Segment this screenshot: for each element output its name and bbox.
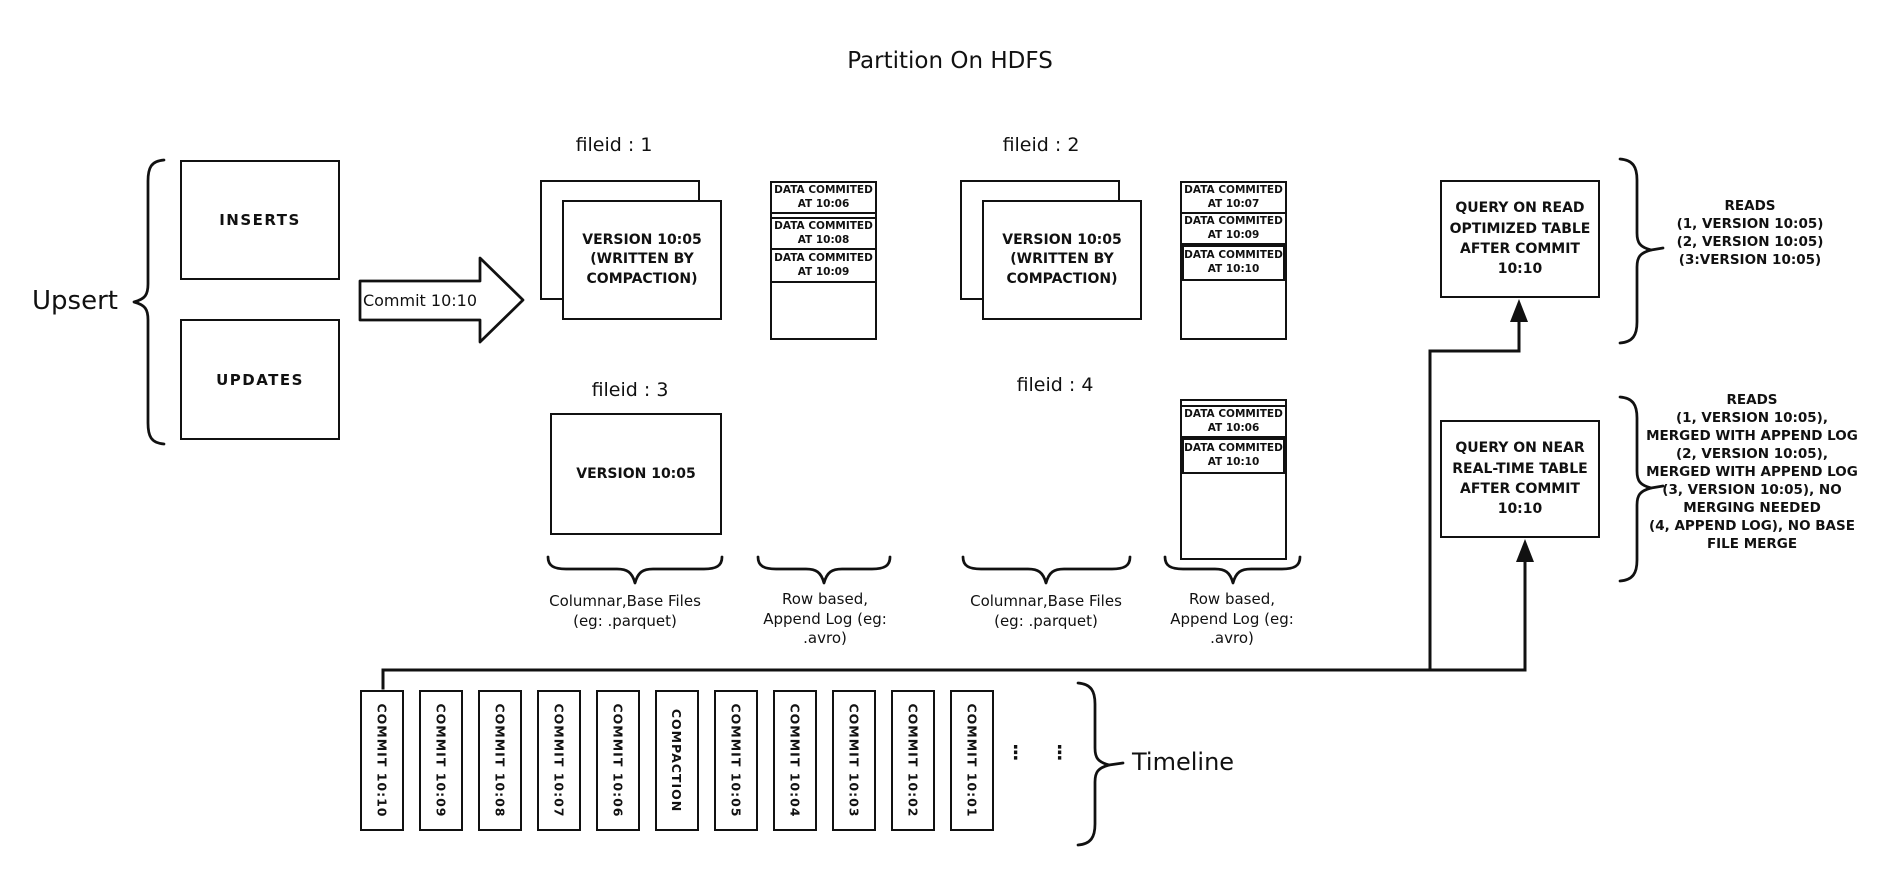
timeline-commit-box: COMMIT 10:06: [596, 690, 640, 831]
reads-brace-2-tick: [1649, 484, 1665, 490]
upsert-brace: [132, 158, 166, 446]
fileid-1-base-file: VERSION 10:05 (WRITTEN BY COMPACTION): [562, 200, 722, 320]
timeline-commit-box: COMMIT 10:07: [537, 690, 581, 831]
underbrace-row-2: [1163, 555, 1302, 585]
inserts-box: INSERTS: [180, 160, 340, 280]
commit-label: COMMIT 10:03: [846, 703, 862, 818]
page-title: Partition On HDFS: [847, 48, 1053, 74]
query-near-realtime-text: QUERY ON NEAR REAL-TIME TABLE AFTER COMM…: [1452, 440, 1588, 518]
fileid-4-label: fileid : 4: [1016, 374, 1094, 396]
fileid-2-base-text: VERSION 10:05 (WRITTEN BY COMPACTION): [1002, 231, 1122, 287]
commit-arrow-shape: [358, 256, 525, 344]
fileid-3-base-file: VERSION 10:05: [550, 413, 722, 535]
fileid-2-base-file: VERSION 10:05 (WRITTEN BY COMPACTION): [982, 200, 1142, 320]
fileid-1-log-file: DATA COMMITED AT 10:06 DATA COMMITED AT …: [770, 181, 877, 340]
log-entry: DATA COMMITED AT 10:06: [772, 183, 875, 214]
row-append-log-label-2: Row based, Append Log (eg: .avro): [1170, 590, 1294, 647]
upsert-label: Upsert: [32, 286, 118, 316]
fileid-3-label: fileid : 3: [591, 379, 669, 401]
reads-brace-1-tick: [1649, 246, 1665, 252]
underbrace-row-1: [756, 555, 892, 585]
compaction-label: COMPACTION: [669, 708, 685, 813]
fileid-1-label: fileid : 1: [575, 134, 653, 156]
arrowhead-read-optimized: [1510, 299, 1528, 322]
inserts-label: INSERTS: [219, 211, 301, 229]
log-entry: DATA COMMITED AT 10:06: [1182, 407, 1285, 438]
timeline-commit-box: COMMIT 10:03: [832, 690, 876, 831]
query-near-realtime-box: QUERY ON NEAR REAL-TIME TABLE AFTER COMM…: [1440, 420, 1600, 538]
timeline-commit-box: COMMIT 10:05: [714, 690, 758, 831]
timeline-commit-box: COMMIT 10:09: [419, 690, 463, 831]
commit-label: COMMIT 10:09: [433, 703, 449, 818]
updates-box: UPDATES: [180, 319, 340, 440]
timeline-commit-box: COMMIT 10:01: [950, 690, 994, 831]
reads-read-optimized: READS (1, VERSION 10:05) (2, VERSION 10:…: [1676, 198, 1824, 268]
log-gap: [1182, 401, 1285, 407]
log-entry: DATA COMMITED AT 10:07: [1182, 183, 1285, 214]
commit-label: COMMIT 10:02: [905, 703, 921, 818]
log-entry: DATA COMMITED AT 10:08: [772, 219, 875, 250]
underbrace-columnar-2: [961, 555, 1132, 585]
commit-arrow-label: Commit 10:10: [362, 291, 478, 310]
query-read-optimized-box: QUERY ON READ OPTIMIZED TABLE AFTER COMM…: [1440, 180, 1600, 298]
query-read-optimized-text: QUERY ON READ OPTIMIZED TABLE AFTER COMM…: [1449, 200, 1591, 278]
fileid-4-log-file: DATA COMMITED AT 10:06 DATA COMMITED AT …: [1180, 399, 1287, 560]
columnar-base-files-label-2: Columnar,Base Files (eg: .parquet): [970, 592, 1122, 630]
log-entry: DATA COMMITED AT 10:09: [772, 250, 875, 283]
timeline-compaction-box: COMPACTION: [655, 690, 699, 831]
arrowhead-near-realtime: [1516, 539, 1534, 562]
commit-label: COMMIT 10:01: [964, 703, 980, 818]
row-append-log-label-1: Row based, Append Log (eg: .avro): [763, 590, 887, 647]
timeline-commit-box: COMMIT 10:04: [773, 690, 817, 831]
timeline-ellipsis-2: ⋮: [1050, 742, 1069, 764]
timeline-commit-box: COMMIT 10:10: [360, 690, 404, 831]
log-entry: DATA COMMITED AT 10:09: [1182, 214, 1285, 245]
fileid-2-label: fileid : 2: [1002, 134, 1080, 156]
timeline-commit-box: COMMIT 10:02: [891, 690, 935, 831]
commit-label: COMMIT 10:05: [728, 703, 744, 818]
timeline-ellipsis-1: ⋮: [1006, 742, 1025, 764]
log-gap: [772, 214, 875, 219]
commit-label: COMMIT 10:10: [374, 703, 390, 818]
connector-timeline-to-ro: [1428, 305, 1521, 672]
reads-brace-1: [1618, 157, 1653, 345]
reads-near-realtime: READS (1, VERSION 10:05), MERGED WITH AP…: [1646, 392, 1858, 552]
commit-label: COMMIT 10:08: [492, 703, 508, 818]
timeline-commit-box: COMMIT 10:08: [478, 690, 522, 831]
connector-timeline-to-nrt: [381, 544, 1527, 690]
commit-label: COMMIT 10:07: [551, 703, 567, 818]
timeline-brace: [1076, 681, 1111, 847]
fileid-1-base-text: VERSION 10:05 (WRITTEN BY COMPACTION): [582, 231, 702, 287]
updates-label: UPDATES: [216, 370, 304, 389]
commit-label: COMMIT 10:06: [610, 703, 626, 818]
log-empty-space: [1182, 281, 1285, 338]
timeline-label: Timeline: [1132, 748, 1235, 776]
log-empty-space: [1182, 474, 1285, 558]
fileid-2-log-file: DATA COMMITED AT 10:07 DATA COMMITED AT …: [1180, 181, 1287, 340]
timeline-brace-tick: [1107, 761, 1125, 767]
fileid-3-base-text: VERSION 10:05: [576, 466, 696, 482]
log-empty-space: [772, 283, 875, 338]
underbrace-columnar-1: [546, 555, 724, 585]
columnar-base-files-label-1: Columnar,Base Files (eg: .parquet): [549, 592, 701, 630]
log-entry-latest: DATA COMMITED AT 10:10: [1182, 245, 1285, 281]
commit-label: COMMIT 10:04: [787, 703, 803, 818]
log-entry-latest: DATA COMMITED AT 10:10: [1182, 438, 1285, 474]
